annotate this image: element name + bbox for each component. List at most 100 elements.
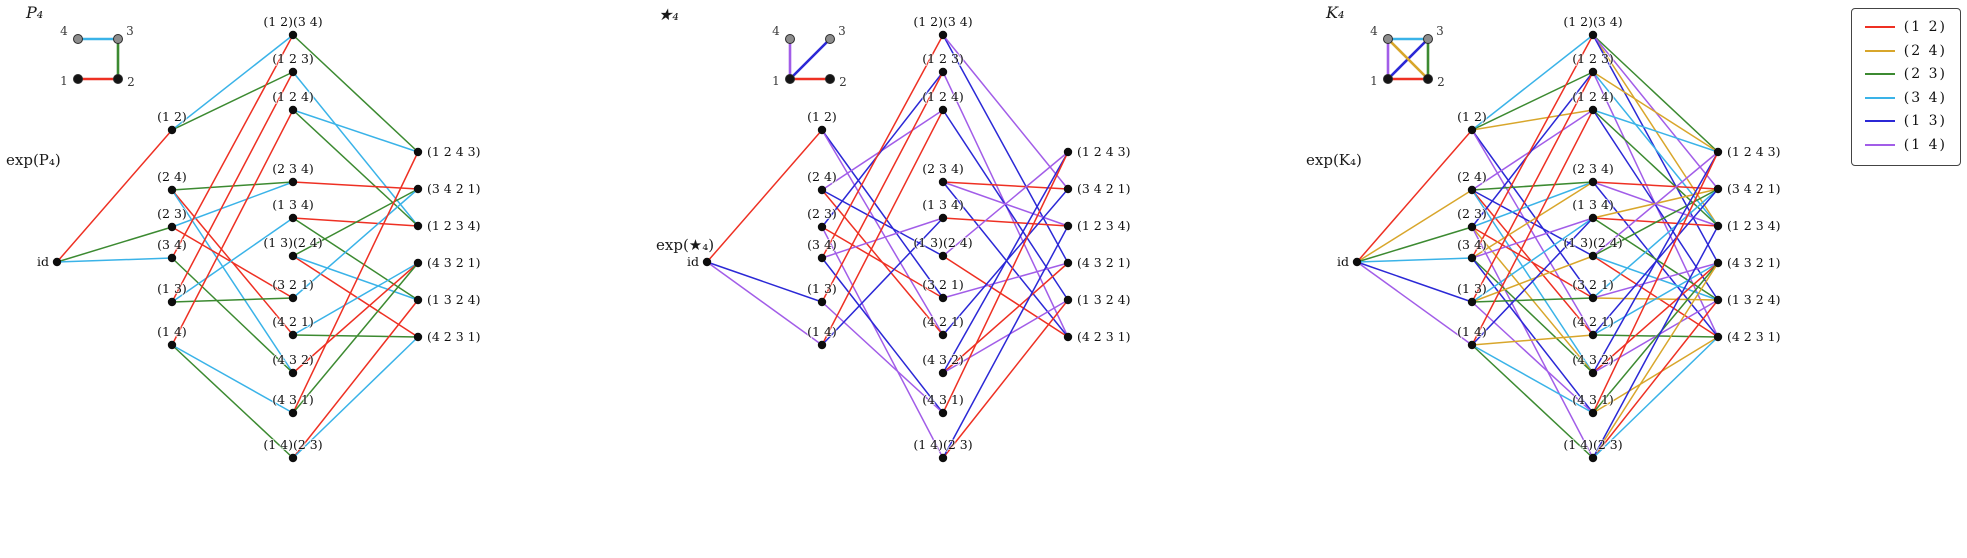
cayley-edge <box>1592 262 1719 374</box>
cayley-edge <box>171 344 294 459</box>
perm-node <box>1588 453 1598 463</box>
cayley-edge <box>821 109 944 346</box>
cayley-edge <box>821 226 944 299</box>
base-vertex-label: 2 <box>1437 75 1445 89</box>
cayley-edge <box>1592 188 1719 299</box>
perm-node-label: (1 2 4) <box>1572 89 1614 104</box>
perm-node-label: (1 4)(2 3) <box>1563 437 1622 452</box>
perm-node-label: (4 3 2) <box>1572 352 1614 367</box>
cayley-edge <box>1471 226 1594 299</box>
base-vertex-4 <box>785 34 795 44</box>
base-vertex-label: 2 <box>127 75 135 89</box>
cayley-edge <box>292 181 419 190</box>
legend-label-3-4: (3 4) <box>1903 89 1947 106</box>
perm-node <box>1588 330 1598 340</box>
perm-node-label: (1 2) <box>157 109 187 124</box>
cayley-edge <box>706 261 823 346</box>
base-vertex-label: 4 <box>772 24 780 38</box>
cayley-edge <box>1356 189 1473 263</box>
perm-node-label: (2 3) <box>1457 206 1487 221</box>
perm-node-label: (1 3 4) <box>1572 197 1614 212</box>
perm-node-label: (1 3)(2 4) <box>913 235 972 250</box>
cayley-edge <box>1592 225 1719 459</box>
perm-node <box>167 340 177 350</box>
cayley-edge <box>1592 262 1719 459</box>
cayley-edge <box>942 262 1069 374</box>
cayley-edge <box>942 225 1069 459</box>
exp-label-p4: exp(P₄) <box>6 151 61 169</box>
cayley-edge <box>1471 217 1594 259</box>
perm-node <box>288 368 298 378</box>
cayley-edge <box>942 151 1069 374</box>
cayley-edge <box>942 151 1069 414</box>
perm-node <box>938 293 948 303</box>
cayley-edge <box>292 255 419 338</box>
perm-node <box>1467 222 1477 232</box>
perm-node <box>938 67 948 77</box>
perm-node-label: (4 3 2 1) <box>1727 255 1781 270</box>
cayley-edge <box>706 261 823 303</box>
cayley-edge <box>706 129 823 263</box>
cayley-edge <box>1592 151 1719 257</box>
perm-node <box>167 297 177 307</box>
cayley-edge <box>292 255 419 301</box>
perm-node <box>1588 213 1598 223</box>
perm-node <box>817 222 827 232</box>
base-vertex-2 <box>1423 74 1433 84</box>
base-vertex-2 <box>825 74 835 84</box>
cayley-edge <box>821 129 944 299</box>
cayley-edge <box>56 226 173 263</box>
perm-node-label: (1 3)(2 4) <box>1563 235 1622 250</box>
base-vertex-label: 1 <box>772 74 780 88</box>
cayley-edge <box>1471 344 1594 414</box>
cayley-edges-k4 <box>1356 34 1719 459</box>
perm-node-label: (4 3 2 1) <box>1077 255 1131 270</box>
perm-node <box>288 177 298 187</box>
perm-node <box>938 105 948 115</box>
cayley-edge <box>1592 299 1719 459</box>
cayley-edge <box>292 217 419 301</box>
perm-node-label: (1 3) <box>807 281 837 296</box>
perm-node-label: (4 2 1) <box>922 314 964 329</box>
perm-node-label: (4 3 2 1) <box>427 255 481 270</box>
perm-node-label: (1 3)(2 4) <box>263 235 322 250</box>
perm-node <box>1063 332 1073 342</box>
perm-node-label: (1 3) <box>157 281 187 296</box>
perm-node-label: (1 3 2 4) <box>427 292 481 307</box>
cayley-edge <box>942 34 1069 264</box>
perm-node-label: (2 4) <box>807 169 837 184</box>
perm-node-label: (1 2 3) <box>1572 51 1614 66</box>
perm-node <box>817 340 827 350</box>
perm-node-label: (4 2 1) <box>1572 314 1614 329</box>
perm-node-label: (1 2 4) <box>272 89 314 104</box>
exp-label-k4: exp(K₄) <box>1306 151 1362 169</box>
panel-title-k4: K₄ <box>1325 3 1344 22</box>
perm-node <box>1467 185 1477 195</box>
cayley-edge <box>1592 188 1719 257</box>
perm-node <box>1713 295 1723 305</box>
perm-node <box>1352 257 1362 267</box>
legend-line-1-3 <box>1864 120 1895 122</box>
cayley-edge <box>292 336 419 459</box>
perm-node <box>413 184 423 194</box>
perm-node-label: (1 3) <box>1457 281 1487 296</box>
perm-node-label: (2 3 4) <box>1572 161 1614 176</box>
cayley-edge <box>171 297 294 303</box>
perm-node-label: (3 4) <box>157 237 187 252</box>
perm-node-label: (2 3 4) <box>272 161 314 176</box>
base-vertex-label: 4 <box>1370 24 1378 38</box>
perm-node-label: (3 2 1) <box>1572 277 1614 292</box>
perm-node-label: (1 3 4) <box>922 197 964 212</box>
perm-node-label: (1 2 4 3) <box>1077 144 1131 159</box>
cayley-edge <box>821 217 944 346</box>
cayley-edge <box>171 257 294 374</box>
perm-node-label: id <box>1337 254 1349 269</box>
perm-node-label: (3 4) <box>1457 237 1487 252</box>
legend-item: (1 3) <box>1864 113 1947 129</box>
base-vertex-4 <box>1383 34 1393 44</box>
base-vertex-3 <box>113 34 123 44</box>
cayley-edge <box>1592 34 1719 153</box>
legend-line-3-4 <box>1864 96 1895 99</box>
perm-node-label: (2 4) <box>1457 169 1487 184</box>
